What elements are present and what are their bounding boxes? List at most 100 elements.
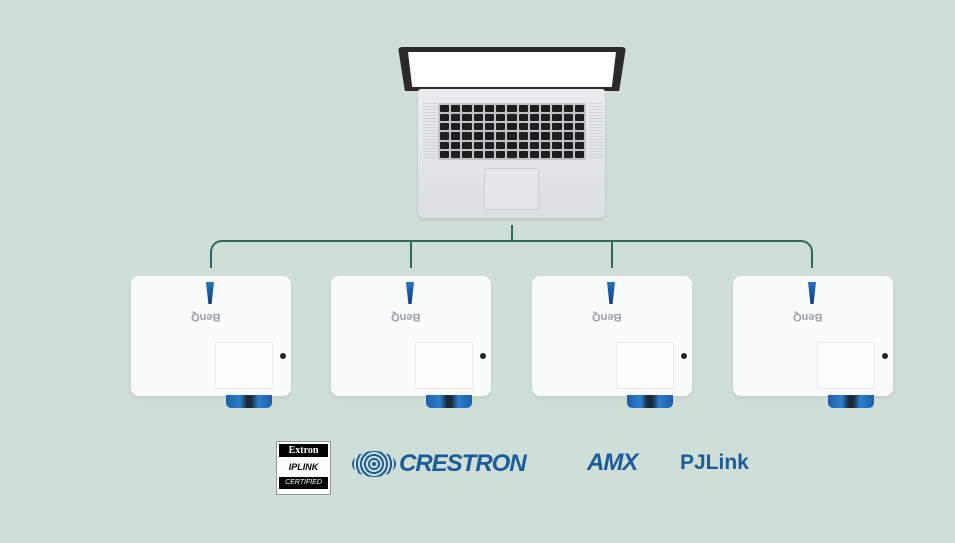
key [484, 114, 495, 122]
key [552, 114, 562, 122]
key [518, 150, 528, 158]
key [462, 150, 472, 158]
laptop-keyboard [438, 103, 586, 160]
key [563, 114, 573, 122]
projector-sensor [280, 353, 286, 359]
laptop-speaker-left [423, 103, 437, 160]
key [541, 141, 551, 149]
key [462, 114, 472, 122]
key [440, 123, 450, 131]
key [518, 141, 528, 149]
key [574, 123, 584, 131]
laptop-speaker-right [589, 103, 603, 160]
key [563, 141, 573, 149]
iplink-text: IPLINK [288, 462, 319, 472]
extron-iplink-logo: Extron IPLINK CERTIFIED [276, 441, 331, 495]
key [507, 141, 517, 149]
key [462, 141, 472, 149]
connector-drop [611, 241, 613, 268]
connector-drop [410, 241, 412, 268]
projector-sensor [681, 353, 687, 359]
connector-bus [210, 240, 813, 268]
key [541, 123, 551, 131]
key [529, 141, 540, 149]
key [574, 114, 584, 122]
key [462, 132, 472, 140]
projector: BenQ [532, 276, 692, 396]
crestron-text: CRESTRON [399, 450, 527, 477]
key [563, 123, 573, 131]
key [473, 114, 483, 122]
projector-vent [808, 282, 816, 304]
projector-sensor [480, 353, 486, 359]
laptop-trackpad [484, 168, 539, 210]
key [518, 132, 528, 140]
key [552, 132, 562, 140]
key [518, 105, 528, 113]
projector: BenQ [331, 276, 491, 396]
key [518, 123, 528, 131]
key [552, 105, 562, 113]
extron-text: Extron [279, 444, 328, 457]
key [529, 123, 540, 131]
key [451, 132, 461, 140]
projector-brand: BenQ [592, 311, 622, 323]
key [529, 150, 540, 158]
projector-brand: BenQ [191, 311, 221, 323]
key [473, 132, 483, 140]
key [451, 123, 461, 131]
key [451, 141, 461, 149]
pjlink-logo: PJLink [680, 451, 749, 474]
projector-vent [607, 282, 615, 304]
projector: BenQ [733, 276, 893, 396]
key [507, 132, 517, 140]
projector-brand: BenQ [391, 311, 421, 323]
key [529, 114, 540, 122]
key [496, 114, 506, 122]
key [440, 141, 450, 149]
key [541, 105, 551, 113]
key [541, 150, 551, 158]
projector-panel [215, 342, 273, 389]
amx-logo: AMX [587, 449, 638, 476]
key [496, 105, 506, 113]
projector-sensor [882, 353, 888, 359]
key [552, 141, 562, 149]
key [541, 132, 551, 140]
key [552, 123, 562, 131]
key [473, 105, 483, 113]
key [529, 132, 540, 140]
projector-vent [406, 282, 414, 304]
projector-panel [616, 342, 674, 389]
key [496, 141, 506, 149]
key [440, 132, 450, 140]
laptop-screen [408, 52, 616, 87]
key [451, 150, 461, 158]
projector-panel [415, 342, 473, 389]
key [473, 150, 483, 158]
projector-lens [426, 395, 472, 408]
key [484, 123, 495, 131]
key [496, 150, 506, 158]
key [451, 105, 461, 113]
crestron-swirl-icon [352, 451, 396, 477]
projector: BenQ [131, 276, 291, 396]
projector-vent [206, 282, 214, 304]
key [484, 132, 495, 140]
key [563, 150, 573, 158]
projector-lens [226, 395, 272, 408]
key [462, 105, 472, 113]
connector-trunk [511, 225, 513, 241]
key [462, 123, 472, 131]
key [440, 150, 450, 158]
key [574, 132, 584, 140]
key [496, 123, 506, 131]
key [473, 141, 483, 149]
crestron-logo: CRESTRON [352, 450, 527, 478]
key [541, 114, 551, 122]
key [507, 123, 517, 131]
key [574, 150, 584, 158]
key [484, 105, 495, 113]
key [507, 150, 517, 158]
key [552, 150, 562, 158]
